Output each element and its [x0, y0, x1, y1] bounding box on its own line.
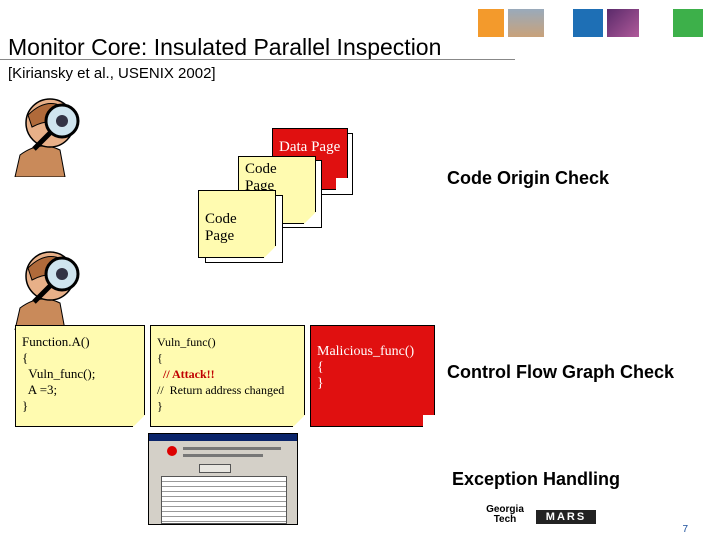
- vuln-func-fold: [293, 415, 305, 427]
- dialog-text-placeholder: [183, 447, 281, 450]
- header-photo-orange: [478, 9, 504, 37]
- code-page-mid: Code Page: [198, 190, 276, 258]
- malicious-func-box: Malicious_func() { }: [310, 325, 435, 427]
- control-flow-label: Control Flow Graph Check: [447, 362, 674, 383]
- code-line: }: [157, 399, 163, 413]
- code-page-top-fold: [304, 212, 316, 224]
- inspector-icon: [10, 85, 94, 177]
- error-icon: [167, 446, 177, 456]
- code-page-mid-fold: [264, 246, 276, 258]
- code-line: Vuln_func();: [22, 366, 95, 381]
- mars-logo: MARS: [536, 510, 596, 524]
- slide-title: Monitor Core: Insulated Parallel Inspect…: [8, 34, 441, 61]
- code-origin-label: Code Origin Check: [447, 168, 609, 189]
- code-page-mid-label: Code Page: [199, 191, 275, 249]
- code-line: }: [22, 398, 28, 413]
- header-divider: [0, 59, 515, 60]
- georgia-tech-logo-text: Georgia Tech: [486, 504, 524, 525]
- attack-comment: // Attack!!: [157, 367, 215, 381]
- mars-logo-text: MARS: [546, 511, 586, 523]
- dialog-titlebar: [149, 434, 297, 441]
- code-line: Vuln_func(): [157, 335, 216, 349]
- dialog-ok-button: [199, 464, 231, 473]
- code-line: // Return address changed: [157, 383, 284, 397]
- code-line: {: [22, 350, 28, 365]
- code-line: A =3;: [22, 382, 57, 397]
- exception-dialog-thumbnail: [148, 433, 298, 525]
- dialog-text-placeholder: [183, 454, 263, 457]
- citation: [Kiriansky et al., USENIX 2002]: [8, 65, 216, 82]
- header-photo-blue: [573, 9, 603, 37]
- header-photo-building: [508, 9, 544, 37]
- data-page-fold: [336, 178, 348, 190]
- code-line: Malicious_func(): [317, 344, 414, 359]
- code-line: }: [317, 376, 324, 391]
- vuln-func-box: Vuln_func() { // Attack!! // Return addr…: [150, 325, 305, 427]
- function-a-fold: [133, 415, 145, 427]
- georgia-tech-logo: Georgia Tech: [479, 505, 531, 529]
- malicious-func-fold: [423, 415, 435, 427]
- code-line: {: [317, 360, 324, 375]
- exception-label: Exception Handling: [452, 469, 620, 490]
- dialog-detail-pane: [161, 476, 287, 524]
- header-photo-green: [673, 9, 703, 37]
- inspector-icon: [10, 238, 94, 330]
- code-line: {: [157, 351, 163, 365]
- code-line: Function.A(): [22, 334, 90, 349]
- page-number: 7: [682, 524, 688, 535]
- function-a-box: Function.A() { Vuln_func(); A =3; }: [15, 325, 145, 427]
- header-photo-circuit: [607, 9, 639, 37]
